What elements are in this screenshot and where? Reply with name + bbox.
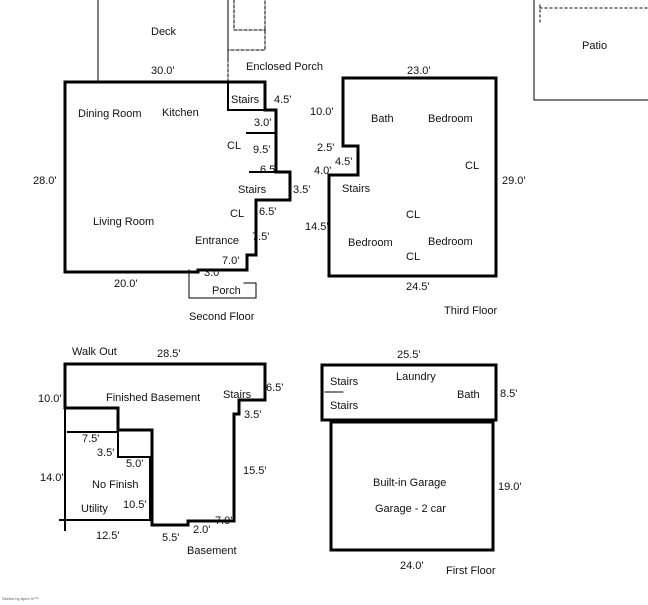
footer-credit: Sketch by Apex IV™ <box>2 596 39 601</box>
first-floor-dimension-label: 24.0' <box>400 560 424 572</box>
second-floor-inner-walls <box>227 81 291 173</box>
entrance-label: Entrance <box>195 235 240 247</box>
dimension-label: 28.0' <box>33 175 57 187</box>
stairs-label: Stairs <box>223 389 252 401</box>
basement-dimension-label: 5.5' <box>162 532 180 544</box>
closet-label: CL <box>406 209 421 221</box>
garage-label: Built-in Garage <box>373 477 447 489</box>
utility-label: Utility <box>81 503 108 515</box>
patio-outline <box>533 0 648 101</box>
dimension-label: 3.0' <box>254 117 272 129</box>
basement-dimension-label: 10.5' <box>123 499 147 511</box>
first-floor-dimension-label: 8.5' <box>500 388 518 400</box>
bath-label: Bath <box>457 389 480 401</box>
enclosed-porch-label: Enclosed Porch <box>246 61 324 73</box>
basement-dimension-label: 3.5' <box>244 409 262 421</box>
basement-dimension-label: 14.0' <box>40 472 64 484</box>
dimension-label: 3.5' <box>293 184 311 196</box>
no-finish-label: No Finish <box>92 479 139 491</box>
third-floor-dimension-label: 24.5' <box>406 281 430 293</box>
stairs-upper-label: Stairs <box>231 94 260 106</box>
basement-dimension-label: 5.0' <box>126 458 144 470</box>
porch-label: Porch <box>212 285 241 297</box>
stairs-label: Stairs <box>330 400 359 412</box>
bath-label: Bath <box>371 113 394 125</box>
first-floor-dimension-label: 19.0' <box>498 481 522 493</box>
third-floor-dimension-label: 4.0' <box>314 165 332 177</box>
basement-dimension-label: 28.5' <box>157 348 181 360</box>
second-floor-outline <box>63 80 292 274</box>
living-room-label: Living Room <box>93 216 155 228</box>
third-floor-dimension-label: 14.5' <box>305 221 329 233</box>
dimension-label: 6.5' <box>259 206 277 218</box>
first-floor-title: First Floor <box>446 565 496 577</box>
closet-label: CL <box>230 208 245 220</box>
third-floor-dimension-label: 10.0' <box>310 106 334 118</box>
finished-basement-label: Finished Basement <box>106 392 201 404</box>
basement-dimension-label: 6.5' <box>266 382 284 394</box>
basement-dimension-label: 2.0' <box>193 524 211 536</box>
basement-title: Basement <box>187 545 237 557</box>
bedroom-label: Bedroom <box>348 237 393 249</box>
garage-subtitle: Garage - 2 car <box>375 503 446 515</box>
deck-outline <box>97 0 229 83</box>
basement-dimension-label: 7.5' <box>82 433 100 445</box>
third-floor-title: Third Floor <box>444 305 498 317</box>
closet-label: CL <box>465 160 480 172</box>
first-floor-garage <box>329 420 495 552</box>
deck-label: Deck <box>151 26 177 38</box>
basement-dimension-label: 12.5' <box>96 530 120 542</box>
basement-unfinished-walls <box>59 407 151 531</box>
stairs-label: Stairs <box>330 376 359 388</box>
dimension-label: 7.5' <box>252 231 270 243</box>
laundry-label: Laundry <box>396 371 436 383</box>
stairs-label: Stairs <box>342 183 371 195</box>
first-floor-dimension-label: 25.5' <box>397 349 421 361</box>
third-floor-dimension-label: 29.0' <box>502 175 526 187</box>
third-floor-outline <box>327 76 498 278</box>
kitchen-label: Kitchen <box>162 107 199 119</box>
dimension-label: 4.5' <box>274 94 292 106</box>
first-floor-upper <box>320 363 498 422</box>
dimension-label: 9.5' <box>253 144 271 156</box>
third-floor-dimension-label: 4.5' <box>335 156 353 168</box>
basement-dimension-label: 3.5' <box>97 447 115 459</box>
second-floor-title: Second Floor <box>189 311 255 323</box>
dimension-label: 30.0' <box>151 65 175 77</box>
basement-outline <box>63 362 267 527</box>
closet-label: CL <box>227 140 242 152</box>
dining-room-label: Dining Room <box>78 108 142 120</box>
bedroom-label: Bedroom <box>428 236 473 248</box>
bedroom-label: Bedroom <box>428 113 473 125</box>
walk-out-label: Walk Out <box>72 346 117 358</box>
closet-label: CL <box>406 251 421 263</box>
patio-label: Patio <box>582 40 608 52</box>
basement-dimension-label: 10.0' <box>38 393 62 405</box>
second-floor-porch <box>188 269 257 299</box>
basement-dimension-label: 15.5' <box>243 465 267 477</box>
dimension-label: 6.5' <box>260 164 278 176</box>
basement-dimension-label: 7.0' <box>215 515 233 527</box>
third-floor-dimension-label: 2.5' <box>317 142 335 154</box>
third-floor-dimension-label: 23.0' <box>407 65 431 77</box>
stairs-lower-label: Stairs <box>238 184 267 196</box>
dimension-label: 20.0' <box>114 278 138 290</box>
dimension-label: 3.0' <box>204 267 222 279</box>
enclosed-porch-outline <box>227 0 266 83</box>
dimension-label: 7.0' <box>222 255 240 267</box>
